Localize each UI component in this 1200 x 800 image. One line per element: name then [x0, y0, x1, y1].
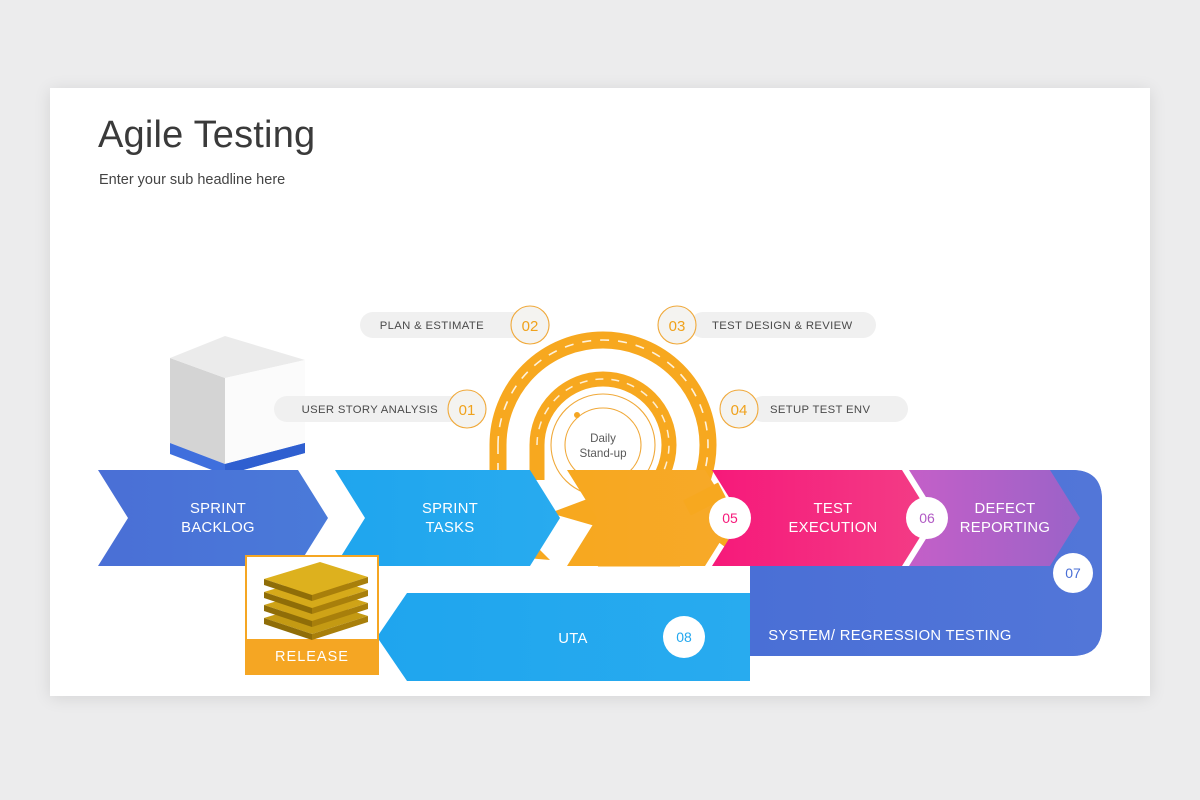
flow-step-defect-reporting[interactable]: 06 DEFECT REPORTING	[906, 470, 1080, 566]
stacked-slabs-icon	[264, 562, 368, 640]
center-label-line2: Stand-up	[579, 447, 626, 460]
flow-bottom-uta[interactable]: UTA 08	[377, 593, 750, 681]
flow-step-sprint-backlog-line1: SPRINT	[190, 501, 246, 517]
page-title: Agile Testing	[98, 114, 316, 156]
cycle-step-03-pill	[690, 312, 876, 338]
flow-step-06-number: 06	[919, 510, 935, 526]
release-card[interactable]: RELEASE	[245, 555, 379, 675]
flow-step-05-number: 05	[722, 510, 738, 526]
flow-step-sprint-tasks-line1: SPRINT	[422, 501, 478, 517]
cycle-step-01[interactable]: USER STORY ANALYSIS 01	[274, 389, 487, 429]
flow-step-sprint-tasks[interactable]: SPRINT TASKS	[335, 470, 560, 566]
flow-bottom-08-badge	[663, 616, 705, 658]
flow-step-sprint-tasks-line2: TASKS	[426, 520, 475, 536]
large-box-icon	[170, 336, 305, 475]
badge-07-circle	[1053, 553, 1093, 593]
slide-card: Agile Testing Enter your sub headline he…	[50, 88, 1150, 696]
cycle-step-02-number: 02	[522, 318, 539, 335]
cycle-step-03-label: TEST DESIGN & REVIEW	[712, 320, 853, 332]
page-subtitle: Enter your sub headline here	[99, 172, 286, 188]
flow-step-orange[interactable]	[567, 470, 735, 566]
cycle-step-03-number: 03	[669, 318, 686, 335]
flow-step-defect-reporting-line2: REPORTING	[960, 520, 1050, 536]
cycle-step-01-badge	[447, 389, 487, 429]
cycle-step-03-badge	[657, 305, 697, 345]
cycle-step-04[interactable]: SETUP TEST ENV 04	[719, 389, 908, 429]
cycle-step-03[interactable]: TEST DESIGN & REVIEW 03	[657, 305, 876, 345]
flow-step-sprint-backlog[interactable]: SPRINT BACKLOG	[98, 470, 328, 566]
release-label-bar	[247, 639, 377, 673]
cycle-step-02-badge	[510, 305, 550, 345]
flow-step-05-badge	[709, 497, 751, 539]
cycle-step-01-pill	[274, 396, 470, 422]
center-label-line1: Daily	[590, 432, 616, 445]
cycle-step-02-pill	[360, 312, 550, 338]
flow-step-defect-reporting-line1: DEFECT	[975, 501, 1036, 517]
cycle-step-02[interactable]: PLAN & ESTIMATE 02	[360, 305, 550, 345]
cycle-step-04-label: SETUP TEST ENV	[770, 404, 870, 416]
cycle-step-04-number: 04	[731, 402, 748, 419]
badge-07-number: 07	[1065, 565, 1081, 581]
flow-bottom-uta-label: UTA	[558, 631, 587, 647]
cycle-step-04-pill	[750, 396, 908, 422]
cycle-step-04-badge	[719, 389, 759, 429]
cycle-step-01-label: USER STORY ANALYSIS	[302, 404, 439, 416]
flow-bottom-system-regression-label: SYSTEM/ REGRESSION TESTING	[768, 628, 1012, 644]
flow-bottom-08-number: 08	[676, 629, 692, 645]
agile-testing-diagram: Daily Stand-up PLAN & ESTIMATE 02 TEST D…	[98, 208, 1102, 681]
flow-step-test-execution[interactable]: 05 TEST EXECUTION	[709, 470, 932, 566]
cycle-step-02-label: PLAN & ESTIMATE	[380, 320, 484, 332]
flow-step-06-badge	[906, 497, 948, 539]
flow-step-sprint-backlog-line2: BACKLOG	[181, 520, 255, 536]
release-label: RELEASE	[275, 649, 349, 665]
flow-step-test-execution-line1: TEST	[813, 501, 852, 517]
cycle-step-01-number: 01	[459, 402, 476, 419]
flow-step-test-execution-line2: EXECUTION	[788, 520, 877, 536]
spiral-tail-overlay	[683, 482, 726, 516]
